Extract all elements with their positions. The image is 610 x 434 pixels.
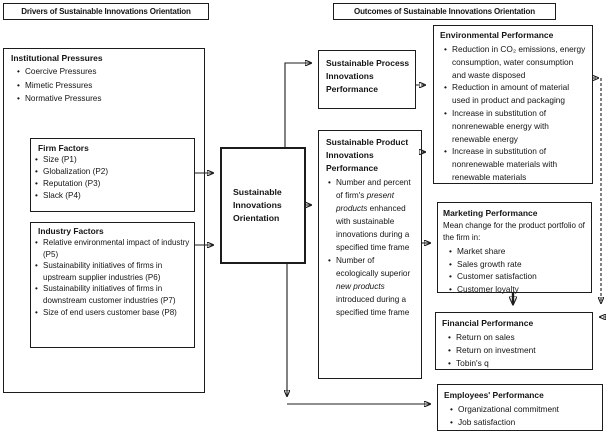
product-innovations-performance-title: Sustainable Product Innovations Performa…: [326, 137, 409, 173]
list-item: Market share: [449, 245, 588, 258]
sustainable-innovations-orientation-box: Sustainable Innovations Orientation: [220, 147, 306, 264]
list-item: Return on investment: [448, 344, 588, 357]
financial-performance-box: Financial Performance Return on salesRet…: [435, 312, 593, 370]
outcomes-header-box: Outcomes of Sustainable Innovations Orie…: [333, 3, 556, 20]
product-innovations-performance-list: Number and percent of firm's present pro…: [326, 176, 419, 319]
process-innovations-performance-title: Sustainable Process Innovations Performa…: [326, 58, 410, 94]
list-item: Number and percent of firm's present pro…: [328, 176, 418, 254]
marketing-performance-box: Marketing Performance Mean change for th…: [437, 202, 592, 295]
drivers-header-box: Drivers of Sustainable Innovations Orien…: [3, 3, 209, 20]
financial-performance-list: Return on salesReturn on investmentTobin…: [442, 331, 589, 370]
list-item: Coercive Pressures: [17, 65, 203, 79]
outcomes-header-label: Outcomes of Sustainable Innovations Orie…: [354, 7, 535, 16]
institutional-pressures-list: Coercive PressuresMimetic PressuresNorma…: [13, 65, 204, 106]
list-item: Job satisfaction: [450, 416, 598, 429]
list-item: Size (P1): [35, 154, 193, 166]
list-item: Slack (P4): [35, 190, 193, 202]
firm-factors-title: Firm Factors: [38, 143, 89, 153]
list-item: Organizational commitment: [450, 403, 598, 416]
list-item: Normative Pressures: [17, 92, 203, 106]
environmental-performance-list: Reduction in CO₂ emissions, energy consu…: [440, 43, 589, 184]
list-item: Customer satisfaction: [449, 270, 588, 283]
environmental-performance-title: Environmental Performance: [440, 30, 554, 40]
list-item: Sales growth rate: [449, 258, 588, 271]
list-item: Reduction in CO₂ emissions, energy consu…: [444, 43, 588, 81]
list-item: Customer loyalty: [449, 283, 588, 296]
list-item: Number of ecologically superior new prod…: [328, 254, 418, 319]
industry-factors-title: Industry Factors: [38, 226, 104, 236]
list-item: Return on sales: [448, 331, 588, 344]
list-item: Globalization (P2): [35, 166, 193, 178]
employees-performance-box: Employees' Performance Organizational co…: [437, 384, 603, 431]
process-innovations-performance-box: Sustainable Process Innovations Performa…: [318, 50, 416, 109]
industry-factors-box: Industry Factors Relative environmental …: [30, 222, 195, 348]
industry-factors-list: Relative environmental impact of industr…: [31, 237, 194, 318]
sustainable-innovations-orientation-title: Sustainable Innovations Orientation: [233, 187, 282, 223]
institutional-pressures-title: Institutional Pressures: [11, 53, 103, 63]
list-item: Increase in substitution of nonrenewable…: [444, 107, 588, 145]
financial-performance-title: Financial Performance: [442, 318, 534, 328]
list-item: Relative environmental impact of industr…: [35, 237, 193, 260]
firm-factors-box: Firm Factors Size (P1)Globalization (P2)…: [30, 138, 195, 212]
firm-factors-list: Size (P1)Globalization (P2)Reputation (P…: [31, 154, 194, 202]
product-innovations-performance-box: Sustainable Product Innovations Performa…: [318, 130, 422, 379]
list-item: Sustainability initiatives of firms in u…: [35, 260, 193, 283]
drivers-header-label: Drivers of Sustainable Innovations Orien…: [21, 7, 191, 16]
employees-performance-list: Organizational commitmentJob satisfactio…: [444, 403, 599, 429]
list-item: Reputation (P3): [35, 178, 193, 190]
list-item: Increase in substitution of nonrenewable…: [444, 145, 588, 183]
marketing-performance-title: Marketing Performance: [443, 208, 538, 218]
marketing-performance-list: Market shareSales growth rateCustomer sa…: [443, 245, 589, 295]
list-item: Mimetic Pressures: [17, 79, 203, 93]
list-item: Size of end users customer base (P8): [35, 307, 193, 319]
list-item: Tobin's q: [448, 357, 588, 370]
environmental-performance-box: Environmental Performance Reduction in C…: [433, 25, 593, 184]
arrow-sio-to-process: [284, 63, 311, 147]
marketing-performance-intro: Mean change for the product portfolio of…: [443, 221, 585, 242]
list-item: Reduction in amount of material used in …: [444, 81, 588, 107]
employees-performance-title: Employees' Performance: [444, 390, 544, 400]
list-item: Sustainability initiatives of firms in d…: [35, 283, 193, 306]
